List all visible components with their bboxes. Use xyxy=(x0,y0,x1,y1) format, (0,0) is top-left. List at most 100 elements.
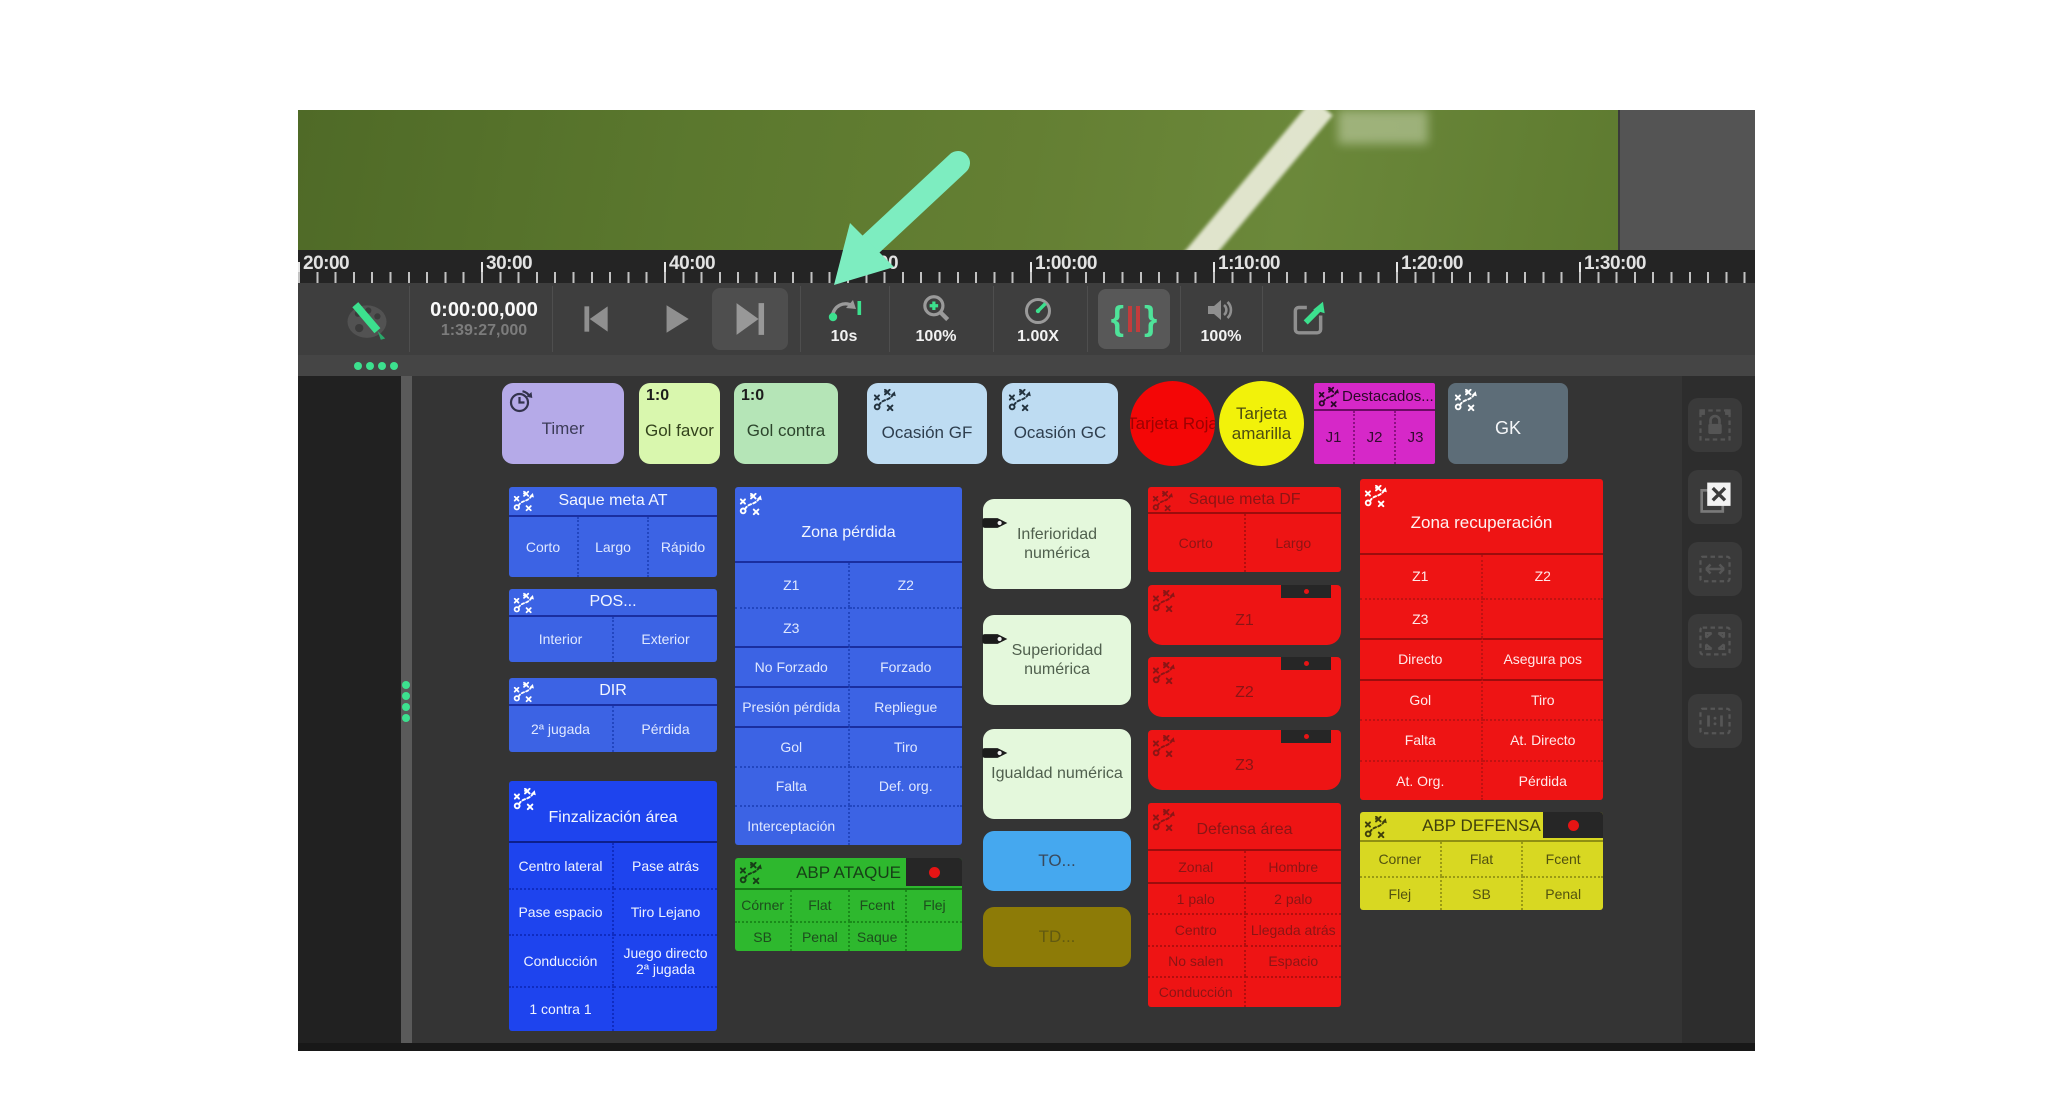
tag-button[interactable]: Largo xyxy=(1275,534,1312,551)
fit-width-button[interactable] xyxy=(1688,542,1742,596)
horizontal-grip-handle[interactable] xyxy=(354,361,398,371)
tag-button[interactable]: SB xyxy=(1441,876,1524,910)
playback-speed-button[interactable]: 1.00X xyxy=(996,285,1080,353)
tag-button[interactable]: Z3 xyxy=(735,606,850,647)
tag-button-igualdad[interactable]: Igualdad numérica xyxy=(983,729,1131,819)
tag-button[interactable]: 2ª jugada xyxy=(509,706,614,752)
tag-button[interactable]: No Forzado xyxy=(735,646,850,687)
tag-button[interactable]: Córner xyxy=(735,890,793,921)
tag-button[interactable]: Llegada atrás xyxy=(1245,913,1341,944)
tag-button[interactable]: Centro xyxy=(1148,913,1246,945)
tag-button[interactable]: Interior xyxy=(509,617,614,662)
tag-button[interactable]: Falta xyxy=(735,765,850,806)
tag-button[interactable]: Flej xyxy=(923,897,946,914)
tag-button[interactable]: Directo xyxy=(1360,638,1483,679)
tag-button[interactable]: Pérdida xyxy=(1482,759,1603,800)
tag-button[interactable]: No salen xyxy=(1148,944,1246,976)
tag-button[interactable]: Zonal xyxy=(1148,851,1246,883)
drawing-tool-button[interactable] xyxy=(326,285,408,353)
tag-button-empty[interactable] xyxy=(906,920,962,952)
tag-button[interactable]: Conducción xyxy=(1148,975,1246,1007)
tag-button-empty[interactable] xyxy=(614,985,717,1031)
tag-button[interactable]: Pase atrás xyxy=(632,857,699,874)
tag-button[interactable]: Fcent xyxy=(850,890,907,921)
tag-button[interactable]: Largo xyxy=(579,517,649,577)
tag-button[interactable]: Penal xyxy=(1523,876,1603,910)
tag-button-empty[interactable] xyxy=(849,805,962,845)
tag-button[interactable]: Pérdida xyxy=(641,720,690,737)
panel-header[interactable]: POS... xyxy=(509,589,717,617)
panel-header[interactable]: Saque meta AT xyxy=(509,487,717,517)
play-button[interactable] xyxy=(648,285,702,353)
tag-button-gol-contra[interactable]: 1:0 Gol contra xyxy=(734,383,838,464)
tag-button-to[interactable]: TO... xyxy=(983,831,1131,891)
tag-button[interactable]: Z2 xyxy=(897,576,914,593)
tag-button[interactable]: 1 palo xyxy=(1148,882,1246,914)
volume-button[interactable]: 100% xyxy=(1184,285,1258,353)
actual-size-button[interactable] xyxy=(1688,694,1742,748)
tag-button[interactable]: Gol xyxy=(1360,678,1483,720)
panel-header[interactable]: Zona pérdida xyxy=(735,487,962,563)
tag-button-gk[interactable]: GK xyxy=(1448,383,1568,464)
tag-button[interactable]: Z1 xyxy=(1360,555,1483,598)
tag-button[interactable]: Flat xyxy=(792,890,850,921)
tag-button[interactable]: At. Directo xyxy=(1482,719,1603,760)
tag-button-timer[interactable]: Timer xyxy=(502,383,624,464)
detach-window-button[interactable] xyxy=(1270,285,1346,353)
tag-button-empty[interactable] xyxy=(1245,975,1341,1007)
tag-button[interactable]: Centro lateral xyxy=(509,843,614,889)
tag-button[interactable]: Conducción xyxy=(509,933,614,986)
next-frame-button[interactable] xyxy=(712,288,788,350)
fit-all-button[interactable] xyxy=(1688,614,1742,668)
jump-seconds-button[interactable]: 10s xyxy=(803,285,885,353)
tag-button[interactable]: Corto xyxy=(509,517,579,577)
tag-button[interactable]: Tiro xyxy=(849,725,962,766)
lock-selection-button[interactable] xyxy=(1688,398,1742,452)
tag-button[interactable]: Falta xyxy=(1360,719,1483,760)
tag-button[interactable]: Corto xyxy=(1148,514,1246,572)
tag-button[interactable]: Gol xyxy=(735,725,850,766)
panel-header[interactable]: Saque meta DF xyxy=(1148,487,1341,514)
tag-button[interactable]: At. Org. xyxy=(1360,759,1483,800)
tag-button-inferioridad[interactable]: Inferioridad numérica xyxy=(983,499,1131,589)
tag-button[interactable]: Exterior xyxy=(641,631,690,648)
tag-button[interactable]: Asegura pos xyxy=(1482,638,1603,679)
loop-segment-button[interactable]: { } xyxy=(1098,289,1170,349)
tag-button-z1-df[interactable]: Z1 xyxy=(1148,585,1341,645)
tag-button-superioridad[interactable]: Superioridad numérica xyxy=(983,615,1131,705)
tag-button[interactable]: Presión pérdida xyxy=(735,686,850,726)
tag-button-j3[interactable]: J3 xyxy=(1407,428,1424,446)
tag-button-ocasion-gf[interactable]: Ocasión GF xyxy=(867,383,987,464)
tag-button[interactable]: Saque xyxy=(849,920,907,951)
tag-button-j1[interactable]: J1 xyxy=(1314,411,1355,464)
panel-destacados-header[interactable]: Destacados... xyxy=(1314,383,1435,411)
tag-button[interactable]: Rápido xyxy=(660,538,706,555)
panel-header[interactable]: Finzalización área xyxy=(509,781,717,843)
tag-button[interactable]: Z3 xyxy=(1360,597,1483,639)
prev-frame-button[interactable] xyxy=(566,285,624,353)
timeline-ruler[interactable]: 20:00 30:00 40:00 50:00 1:00:00 1:10:00 … xyxy=(298,250,1755,283)
tag-button[interactable]: Interceptación xyxy=(735,805,850,845)
panel-header[interactable]: ABP DEFENSA xyxy=(1360,812,1603,842)
tag-button[interactable]: Tiro xyxy=(1482,678,1603,720)
tag-button[interactable]: Espacio xyxy=(1245,944,1341,976)
panel-header[interactable]: Defensa área xyxy=(1148,803,1341,851)
tag-button-tarjeta-amarilla[interactable]: Tarjeta amarilla xyxy=(1219,381,1304,466)
tag-button-empty[interactable] xyxy=(1482,597,1603,639)
panel-header[interactable]: DIR xyxy=(509,678,717,706)
tag-button[interactable]: 1 contra 1 xyxy=(509,985,614,1031)
tag-button-j2[interactable]: J2 xyxy=(1355,411,1396,464)
tag-button[interactable]: 2 palo xyxy=(1245,882,1341,913)
panel-header[interactable]: ABP ATAQUE xyxy=(735,858,962,890)
tag-button-empty[interactable] xyxy=(849,606,962,647)
tag-button[interactable]: Forzado xyxy=(849,646,962,686)
tag-button[interactable]: Hombre xyxy=(1268,858,1319,875)
tag-button[interactable]: Z1 xyxy=(735,563,850,607)
tag-button-ocasion-gc[interactable]: Ocasión GC xyxy=(1002,383,1118,464)
tag-button-z3-df[interactable]: Z3 xyxy=(1148,730,1341,790)
tag-button[interactable]: SB xyxy=(735,920,793,951)
tag-button[interactable]: Def. org. xyxy=(849,765,962,806)
tag-button[interactable]: Flej xyxy=(1360,876,1442,910)
timeline-zoom-button[interactable]: 100% xyxy=(896,285,976,353)
tag-button[interactable]: Penal xyxy=(792,920,850,951)
